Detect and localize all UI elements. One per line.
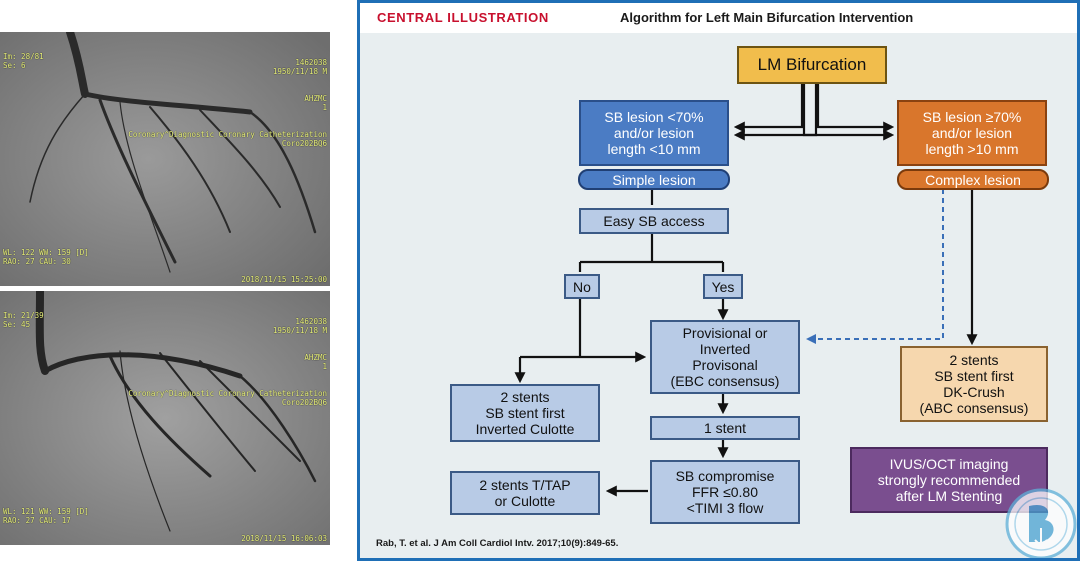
flow-connectors [514,83,978,497]
node-two-stents-tap-culotte: 2 stents T/TAP or Culotte [450,471,600,515]
angio-bottom-timestamp: 2018/11/15 16:06:03 [241,534,327,543]
illustration-label: CENTRAL ILLUSTRATION [377,10,549,25]
node-ivus-oct-imaging: IVUS/OCT imaging strongly recommended af… [850,447,1048,513]
angiogram-bottom-image [0,291,330,545]
angio-top-window-info: WL: 122 WW: 159 [D]RAO: 27 CAU: 30 [3,248,89,266]
node-sb-lesion-small: SB lesion <70% and/or lesion length <10 … [579,100,729,166]
citation: Rab, T. et al. J Am Coll Cardiol Intv. 2… [376,538,619,549]
angiogram-top-image [0,32,330,286]
node-one-stent: 1 stent [650,416,800,440]
node-complex-lesion: Complex lesion [897,169,1049,190]
node-simple-lesion: Simple lesion [578,169,730,190]
node-no: No [564,274,600,299]
illustration-title: Algorithm for Left Main Bifurcation Inte… [620,10,914,25]
node-lm-bifurcation: LM Bifurcation [737,46,887,84]
node-dk-crush: 2 stents SB stent first DK-Crush (ABC co… [900,346,1048,422]
node-yes: Yes [703,274,743,299]
angio-bottom-window-info: WL: 121 WW: 159 [D]RAO: 27 CAU: 17 [3,507,89,525]
node-easy-sb-access: Easy SB access [579,208,729,234]
angio-top-timestamp: 2018/11/15 15:25:00 [241,275,327,284]
node-sb-lesion-large: SB lesion ≥70% and/or lesion length >10 … [897,100,1047,166]
illustration-header [360,3,1077,33]
node-sb-compromise: SB compromise FFR ≤0.80 <TIMI 3 flow [650,460,800,524]
node-two-stents-inverted-culotte: 2 stents SB stent first Inverted Culotte [450,384,600,442]
node-provisional: Provisional or Inverted Provisonal (EBC … [650,320,800,394]
central-illustration: CENTRAL ILLUSTRATION Algorithm for Left … [357,0,1080,561]
watermark-logo-icon [1005,488,1077,558]
